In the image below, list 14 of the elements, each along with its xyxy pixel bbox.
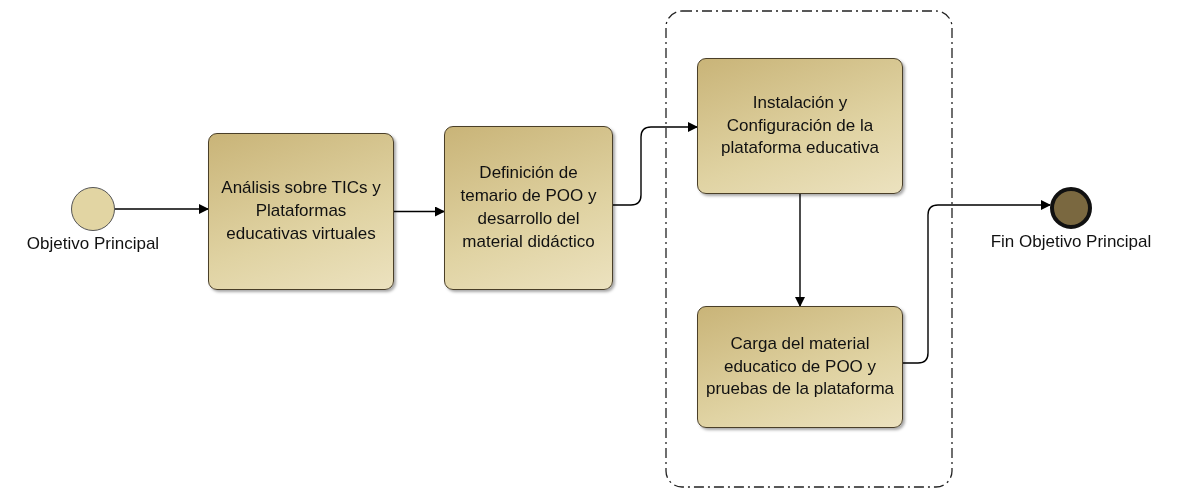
task-box: Instalación y Configuración de la plataforma educativa [697,58,903,194]
task-box: Carga del material educatico de POO y pruebas de la plataforma [697,306,903,428]
group-frame [665,10,953,488]
arrow [393,206,445,217]
arrow [795,193,805,307]
arrow [612,122,698,206]
task-box: Análisis sobre TICs y Plataformas educativas virtuales [208,133,394,290]
arrow [902,200,1051,364]
arrow [114,204,209,214]
start-event-circle [71,187,115,231]
event-label: Fin Objetivo Principal [990,232,1152,252]
end-event-circle [1050,187,1092,229]
task-box: Definición de temario de POO y desarrollo del material didáctico [444,126,613,290]
event-label: Objetivo Principal [26,234,160,254]
